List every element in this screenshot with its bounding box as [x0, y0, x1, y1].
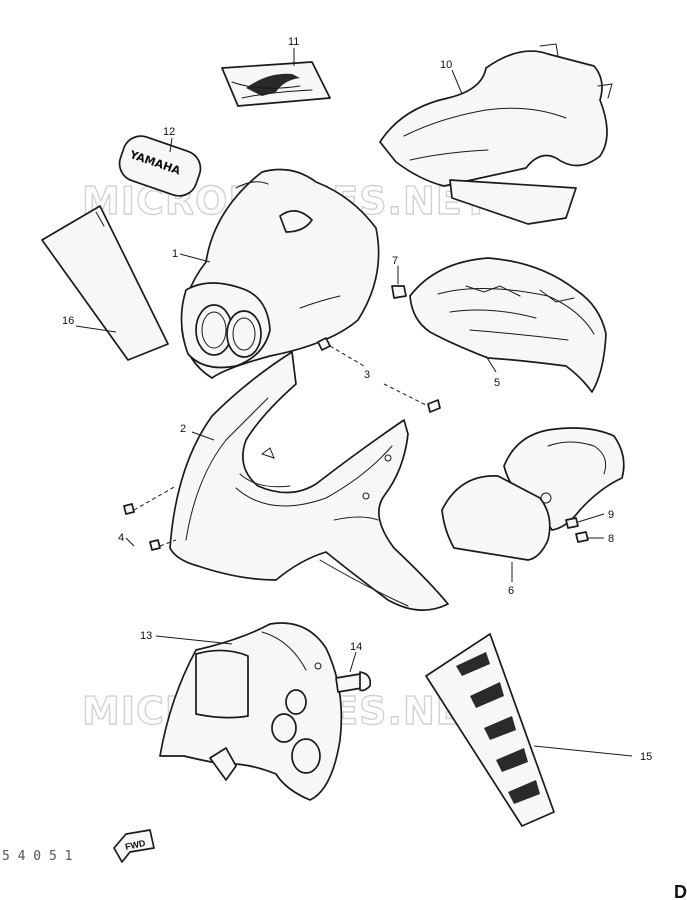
part-14-screw[interactable] [335, 671, 372, 693]
fwd-direction-marker: FWD [113, 829, 155, 863]
fwd-text: FWD [124, 838, 147, 852]
callout-10: 10 [440, 59, 452, 71]
callout-9: 9 [608, 509, 614, 521]
callout-8: 8 [608, 533, 614, 545]
part-6-leg-shield[interactable] [441, 427, 625, 561]
callout-16: 16 [62, 315, 74, 327]
callout-15: 15 [640, 751, 652, 763]
part-10-handlebar-cover[interactable] [379, 43, 613, 225]
callout-1: 1 [172, 248, 178, 260]
part-7-screw[interactable] [391, 265, 407, 299]
part-1-front-cover[interactable] [180, 168, 380, 379]
part-13-inner-cover[interactable] [159, 622, 343, 801]
callout-4: 4 [118, 532, 124, 544]
part-4-screw-lower[interactable] [149, 539, 161, 551]
part-4-screw-upper[interactable] [123, 503, 135, 515]
part-15-graphic[interactable] [425, 633, 555, 827]
page-code: 5 4 0 5 1 [2, 849, 72, 864]
part-8-screw[interactable] [575, 531, 589, 543]
callout-14: 14 [350, 641, 362, 653]
part-2-front-panel[interactable] [169, 351, 449, 611]
callout-11: 11 [288, 36, 299, 48]
callout-6: 6 [508, 585, 514, 597]
callout-12: 12 [163, 126, 175, 138]
callout-13: 13 [140, 630, 152, 642]
part-11-graphic[interactable] [221, 61, 331, 107]
part-9-nut[interactable] [565, 517, 579, 529]
callout-5: 5 [494, 377, 500, 389]
callout-7: 7 [392, 255, 398, 267]
part-3-screw-right[interactable] [427, 399, 441, 413]
part-5-inner-panel[interactable] [409, 257, 607, 393]
plate-letter: D [674, 882, 687, 900]
part-16-graphic[interactable] [41, 205, 169, 361]
part-12-emblem[interactable]: YAMAHA [115, 131, 206, 201]
callout-2: 2 [180, 423, 186, 435]
callout-3: 3 [364, 369, 370, 381]
